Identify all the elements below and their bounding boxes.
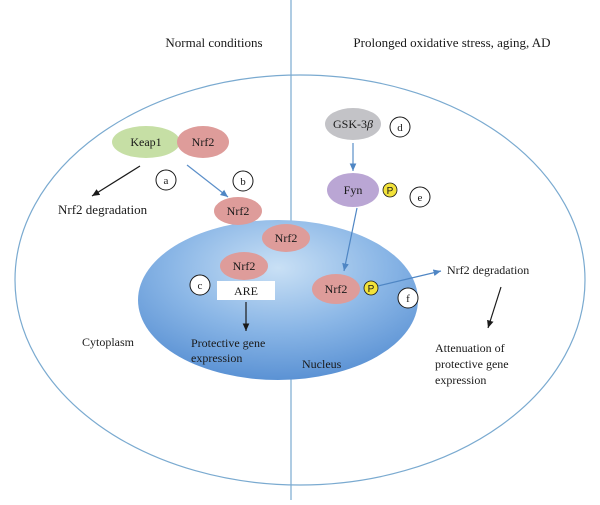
left-degradation-text: Nrf2 degradation (58, 202, 148, 217)
step-f-circle (397, 287, 419, 309)
step-f-label: f (406, 293, 410, 305)
arrow-to-left-degradation (91, 165, 141, 197)
fyn-phospho-badge (382, 182, 398, 198)
nrf2-free-node (214, 197, 262, 225)
gsk3b-label-beta: β (366, 117, 373, 131)
nrf2-phosphorylated-label: Nrf2 (325, 282, 348, 296)
nrf2-phosphorylated-node (312, 274, 360, 304)
nrf2-nuclear-node-2 (220, 252, 268, 280)
attenuation-line1: Attenuation of (435, 341, 505, 355)
fyn-label: Fyn (344, 183, 363, 197)
step-b-label: b (240, 176, 246, 188)
nrf2-free-label: Nrf2 (227, 204, 250, 218)
fyn-phospho-label: P (387, 186, 394, 197)
arrow-nrf2-export (377, 269, 442, 287)
step-d-label: d (397, 122, 403, 134)
protective-expression-line2: expression (191, 351, 242, 365)
nrf2-phospho-label: P (368, 284, 375, 295)
nrf2-nuclear-node-1 (262, 224, 310, 252)
arrow-release-nrf2 (186, 164, 229, 198)
step-b-circle (232, 170, 254, 192)
nrf2-complex-node (177, 126, 229, 158)
nrf2-phospho-badge (363, 280, 379, 296)
right-degradation-text: Nrf2 degradation (447, 263, 529, 277)
keap1-label: Keap1 (130, 135, 161, 149)
attenuation-line2: protective gene (435, 357, 509, 371)
nrf2-complex-label: Nrf2 (192, 135, 215, 149)
header-normal-conditions: Normal conditions (165, 35, 262, 50)
header-oxidative-stress: Prolonged oxidative stress, aging, AD (353, 35, 550, 50)
nucleus (138, 220, 418, 380)
nucleus-label: Nucleus (302, 357, 342, 371)
step-c-label: c (198, 280, 203, 292)
cell-membrane (14, 74, 586, 486)
step-a-circle (155, 169, 177, 191)
are-box (217, 281, 275, 300)
attenuation-line3: expression (435, 373, 486, 387)
keap1-node (112, 126, 180, 158)
arrow-to-attenuation (487, 286, 502, 329)
nrf2-nuclear-label-1: Nrf2 (275, 231, 298, 245)
step-e-circle (409, 186, 431, 208)
step-a-label: a (164, 175, 169, 187)
step-e-label: e (418, 192, 423, 204)
gsk3b-label: GSK-3β (333, 117, 373, 131)
gsk3b-node (325, 108, 381, 140)
protective-expression-line1: Protective gene (191, 336, 265, 350)
are-label: ARE (234, 284, 258, 298)
cytoplasm-label: Cytoplasm (82, 335, 135, 349)
step-d-circle (389, 116, 411, 138)
arrow-fyn-to-nrf2 (342, 207, 358, 272)
step-c-circle (189, 274, 211, 296)
nrf2-nuclear-label-2: Nrf2 (233, 259, 256, 273)
gsk3b-label-prefix: GSK-3 (333, 117, 367, 131)
fyn-node (327, 173, 379, 207)
